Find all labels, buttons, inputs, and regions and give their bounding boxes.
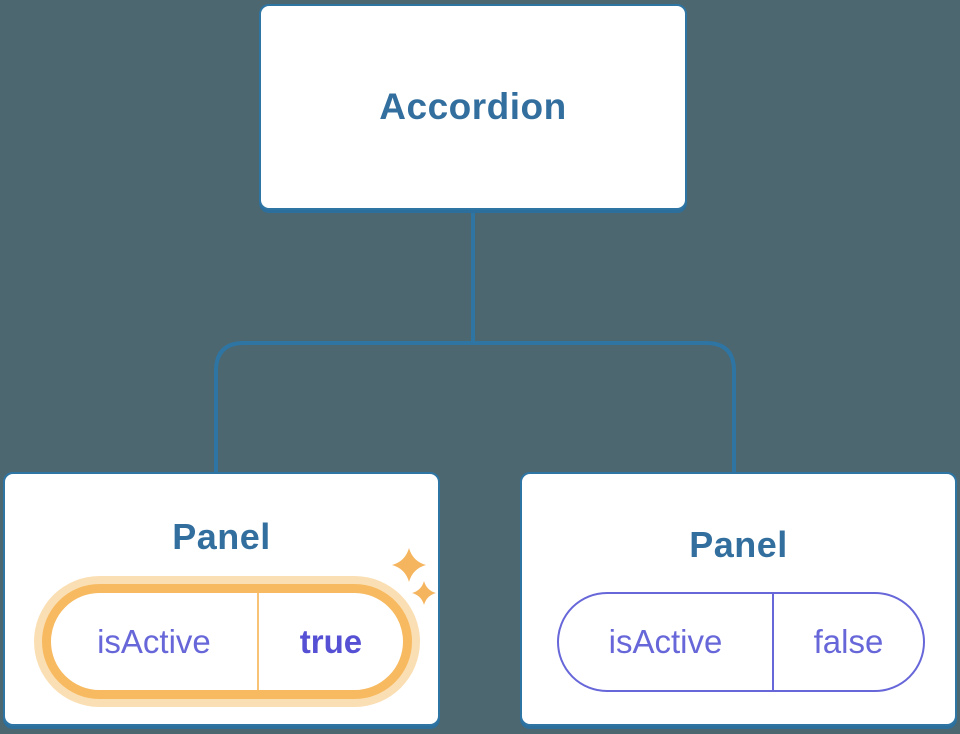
prop-value: true — [299, 622, 363, 660]
panel-title: Panel — [172, 516, 271, 557]
prop-name: isActive — [608, 623, 723, 660]
panel-title: Panel — [689, 524, 788, 565]
prop-value: false — [813, 623, 884, 660]
prop-pill-active: isActive true — [42, 584, 412, 699]
panel-node-active: Panel isActive true — [3, 472, 440, 726]
accordion-node: Accordion — [259, 4, 687, 210]
accordion-node-label: Accordion — [379, 86, 567, 127]
sparkles-icon — [392, 548, 436, 605]
prop-name: isActive — [97, 622, 211, 660]
prop-pill-inactive: isActive false — [557, 592, 925, 692]
panel-node-inactive: Panel isActive false — [520, 472, 957, 726]
pill-divider — [771, 594, 774, 690]
pill-divider — [256, 593, 259, 690]
